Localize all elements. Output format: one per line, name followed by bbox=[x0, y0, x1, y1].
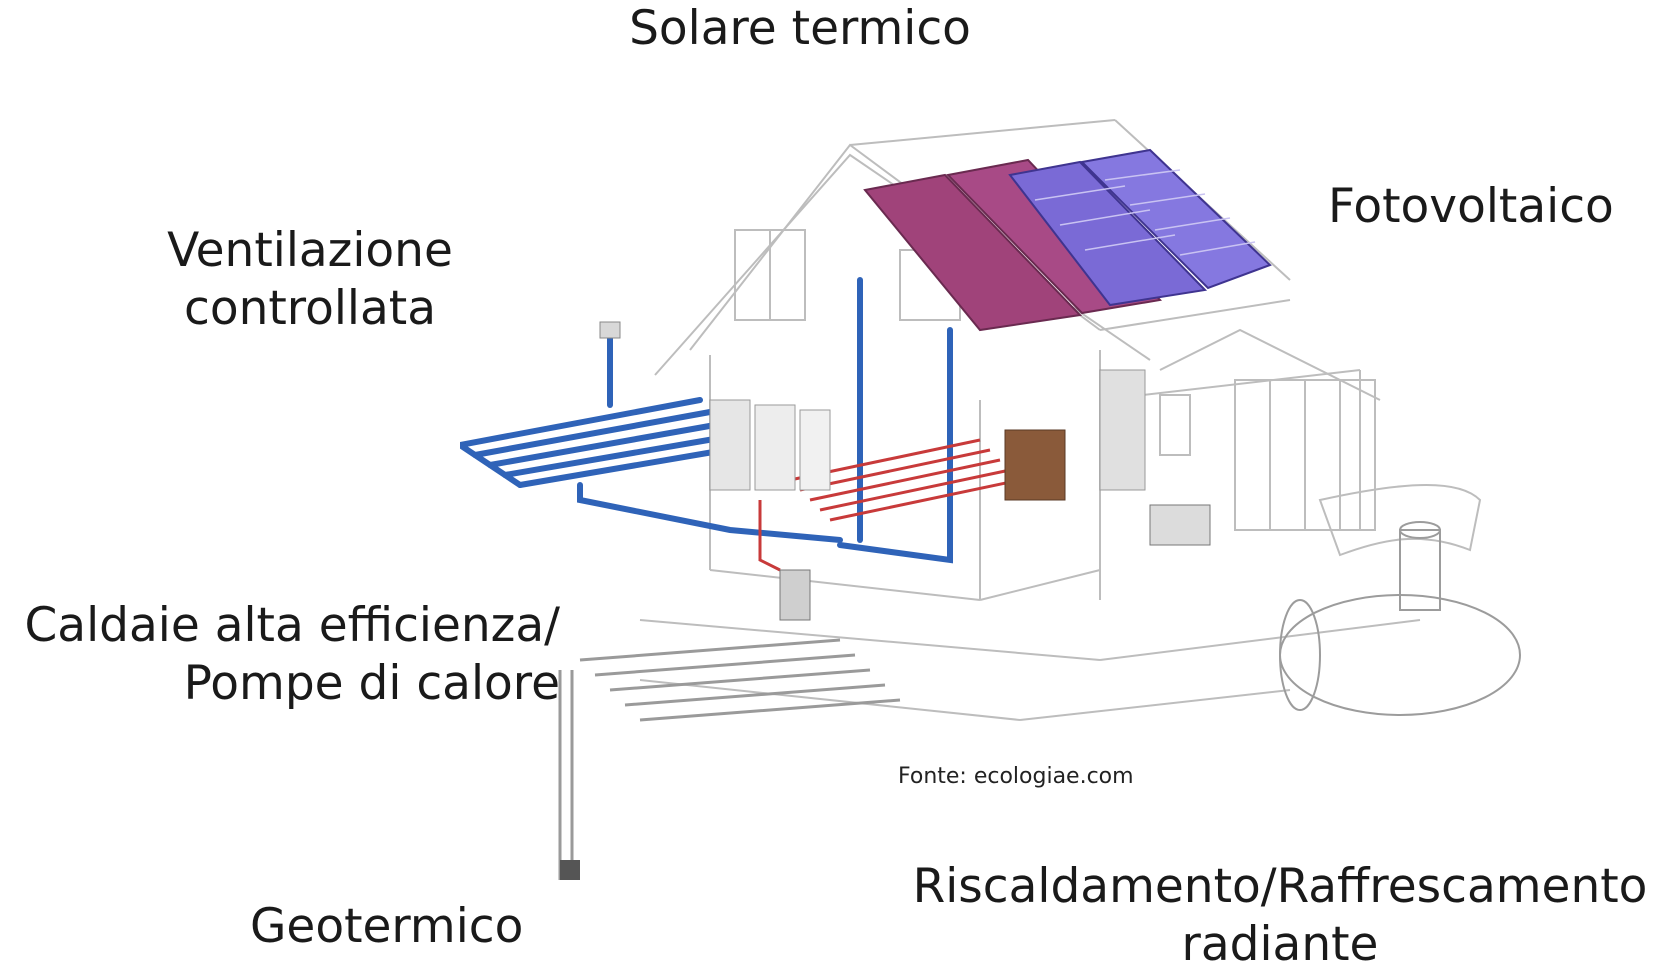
label-riscaldamento-line1: Riscaldamento/Raffrescamento bbox=[912, 859, 1648, 914]
radiant-floor-heating bbox=[758, 438, 1021, 572]
ventilation-coil bbox=[460, 277, 953, 564]
label-geotermico-text: Geotermico bbox=[250, 899, 524, 954]
house-outline bbox=[639, 119, 1482, 721]
source-credit: Fonte: ecologiae.com bbox=[898, 764, 1134, 789]
label-riscaldamento-line2: radiante bbox=[1181, 917, 1379, 972]
label-fotovoltaico-text: Fotovoltaico bbox=[1328, 179, 1614, 234]
geothermal-probe-icon bbox=[560, 860, 580, 880]
vent-cap-icon bbox=[599, 321, 621, 339]
label-caldaie-line2: Pompe di calore bbox=[183, 656, 560, 711]
label-fotovoltaico: Fotovoltaico bbox=[1328, 178, 1614, 236]
indoor-units bbox=[709, 399, 1211, 621]
label-ventilazione: Ventilazione controllata bbox=[130, 222, 490, 338]
doors bbox=[1004, 369, 1146, 501]
label-ventilazione-line1: Ventilazione bbox=[167, 223, 453, 278]
label-geotermico: Geotermico bbox=[250, 898, 523, 956]
label-ventilazione-line2: controllata bbox=[183, 281, 436, 336]
label-caldaie-line1: Caldaie alta efficienza/ bbox=[24, 598, 560, 653]
label-caldaie: Caldaie alta efficienza/ Pompe di calore bbox=[10, 597, 560, 713]
label-riscaldamento: Riscaldamento/Raffrescamento radiante bbox=[900, 858, 1656, 974]
label-solare-termico: Solare termico bbox=[560, 0, 1040, 58]
pv-panels bbox=[1008, 148, 1272, 307]
label-solare-termico-text: Solare termico bbox=[629, 1, 971, 56]
rainwater-tank bbox=[1279, 521, 1521, 716]
ground-loop bbox=[558, 638, 901, 880]
house-illustration bbox=[460, 119, 1521, 880]
